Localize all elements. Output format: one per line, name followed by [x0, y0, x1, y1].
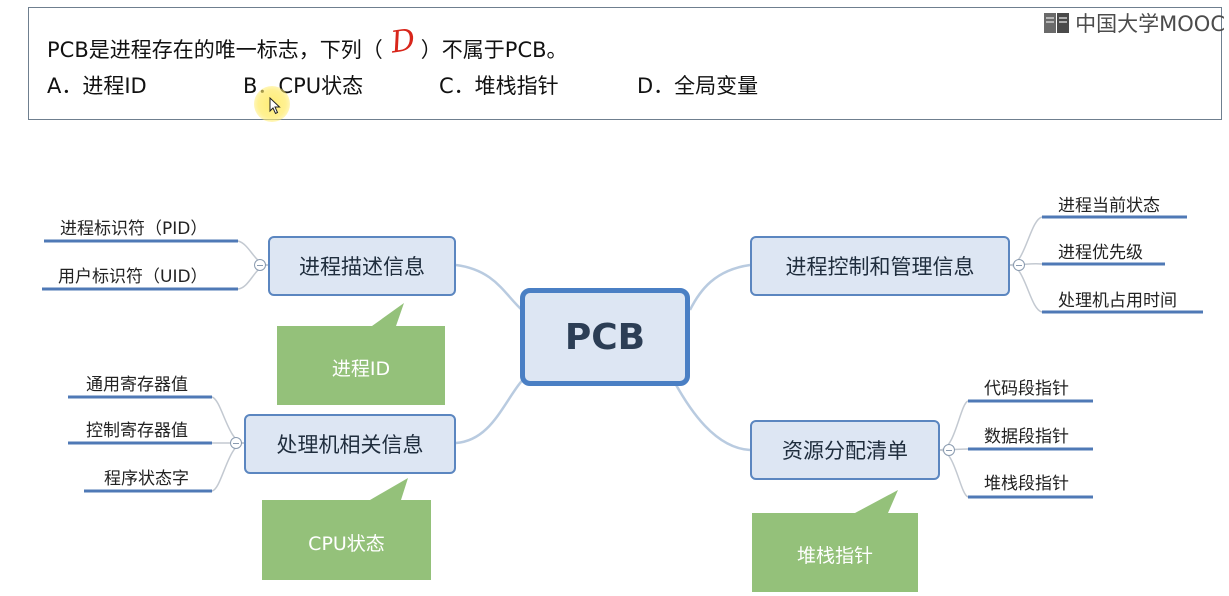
leaf-pid: 进程标识符（PID）: [60, 219, 208, 239]
option-d: D．全局变量: [637, 74, 759, 98]
branch-processor-info: 处理机相关信息: [244, 414, 456, 474]
mooc-watermark: 中国大学MOOC: [1043, 8, 1225, 38]
branch-process-description: 进程描述信息: [268, 236, 456, 296]
root-node-pcb: PCB: [520, 288, 690, 386]
collapse-toggle-process-control[interactable]: [1013, 259, 1025, 271]
leaf-program-status-word: 程序状态字: [104, 469, 189, 489]
leaf-cpu-time: 处理机占用时间: [1058, 291, 1177, 311]
option-a: A．进程ID: [47, 74, 147, 98]
collapse-toggle-process-description[interactable]: [254, 259, 266, 271]
mooc-logo-icon: [1044, 13, 1070, 33]
mouse-cursor-icon: [269, 97, 281, 115]
leaf-priority: 进程优先级: [1058, 243, 1143, 263]
watermark-text: 中国大学MOOC: [1075, 12, 1225, 36]
collapse-toggle-processor-info[interactable]: [230, 437, 242, 449]
leaf-stack-segment-pointer: 堆栈段指针: [984, 474, 1069, 494]
leaf-uid: 用户标识符（UID）: [58, 267, 208, 287]
leaf-current-state: 进程当前状态: [1058, 196, 1160, 216]
question-text: PCB是进程存在的唯一标志，下列（D）不属于PCB。: [47, 22, 568, 65]
callout-pid-text: 进程ID: [331, 358, 391, 380]
branch-process-control: 进程控制和管理信息: [750, 236, 1010, 296]
leaf-control-registers: 控制寄存器值: [86, 421, 188, 441]
question-text-before: PCB是进程存在的唯一标志，下列（: [47, 38, 383, 62]
callout-pid-shape: [277, 303, 445, 405]
option-c: C．堆栈指针: [439, 74, 559, 98]
branch-resource-list: 资源分配清单: [750, 420, 940, 480]
leaf-data-segment-pointer: 数据段指针: [984, 427, 1069, 447]
callout-stack-text: 堆栈指针: [796, 545, 873, 567]
leaf-code-segment-pointer: 代码段指针: [984, 379, 1069, 399]
question-text-after: ）不属于PCB。: [420, 38, 568, 62]
question-box: PCB是进程存在的唯一标志，下列（D）不属于PCB。 A．进程ID B．CPU状…: [28, 7, 1222, 120]
leaf-general-registers: 通用寄存器值: [86, 375, 188, 395]
callout-cpu-shape: [262, 478, 431, 580]
callout-cpu-text: CPU状态: [308, 533, 385, 555]
callout-stack-shape: [752, 490, 918, 592]
collapse-toggle-resource-list[interactable]: [943, 444, 955, 456]
